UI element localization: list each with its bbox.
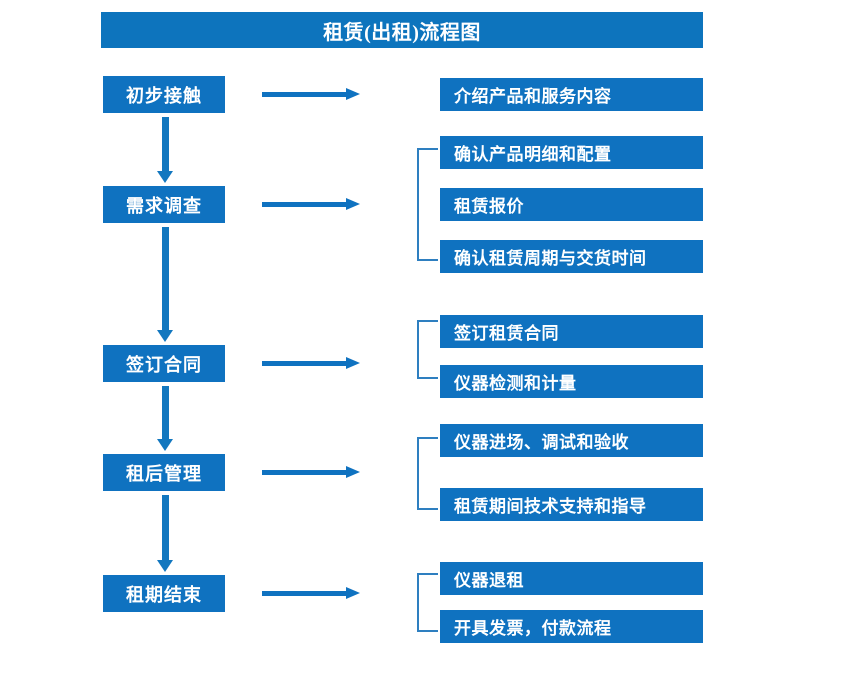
bracket-spine	[417, 320, 419, 379]
arrow-head	[157, 439, 173, 451]
arrow-head	[346, 88, 360, 100]
vertical-arrow-4-to-5	[157, 495, 173, 572]
horizontal-arrow-stage-2	[262, 196, 362, 212]
detail-box-4[interactable]: 确认租赁周期与交货时间	[440, 240, 703, 273]
detail-box-3[interactable]: 租赁报价	[440, 188, 703, 221]
detail-box-8[interactable]: 租赁期间技术支持和指导	[440, 488, 703, 521]
horizontal-arrow-stage-4	[262, 464, 362, 480]
vertical-arrow-1-to-2	[157, 117, 173, 183]
stage-box-3[interactable]: 签订合同	[103, 345, 225, 382]
detail-box-7[interactable]: 仪器进场、调试和验收	[440, 424, 703, 457]
bracket-tick-top	[417, 573, 438, 575]
arrow-head	[157, 330, 173, 342]
bracket-tick-bottom	[417, 630, 438, 632]
arrow-shaft	[262, 470, 348, 475]
arrow-shaft	[262, 361, 348, 366]
stage-box-5[interactable]: 租期结束	[103, 575, 225, 612]
arrow-head	[346, 198, 360, 210]
bracket-tick-bottom	[417, 259, 438, 261]
bracket-tick-top	[417, 437, 438, 439]
group-bracket-5	[417, 573, 438, 632]
horizontal-arrow-stage-1	[262, 86, 362, 102]
horizontal-arrow-stage-5	[262, 585, 362, 601]
horizontal-arrow-stage-3	[262, 355, 362, 371]
arrow-head	[157, 560, 173, 572]
arrow-shaft	[162, 386, 169, 439]
arrow-head	[346, 466, 360, 478]
detail-box-9[interactable]: 仪器退租	[440, 562, 703, 595]
vertical-arrow-2-to-3	[157, 227, 173, 342]
group-bracket-3	[417, 320, 438, 379]
stage-box-2[interactable]: 需求调查	[103, 186, 225, 223]
arrow-shaft	[162, 495, 169, 560]
bracket-tick-bottom	[417, 377, 438, 379]
bracket-tick-top	[417, 320, 438, 322]
arrow-head	[346, 357, 360, 369]
arrow-head	[346, 587, 360, 599]
group-bracket-4	[417, 437, 438, 510]
detail-box-1[interactable]: 介绍产品和服务内容	[440, 78, 703, 111]
detail-box-6[interactable]: 仪器检测和计量	[440, 365, 703, 398]
bracket-tick-bottom	[417, 508, 438, 510]
vertical-arrow-3-to-4	[157, 386, 173, 451]
flowchart-title: 租赁(出租)流程图	[101, 12, 703, 48]
arrow-shaft	[262, 591, 348, 596]
detail-box-5[interactable]: 签订租赁合同	[440, 315, 703, 348]
arrow-shaft	[162, 227, 169, 330]
bracket-spine	[417, 573, 419, 632]
bracket-tick-top	[417, 148, 438, 150]
stage-box-1[interactable]: 初步接触	[103, 76, 225, 113]
arrow-head	[157, 171, 173, 183]
bracket-spine	[417, 148, 419, 261]
detail-box-2[interactable]: 确认产品明细和配置	[440, 136, 703, 169]
stage-box-4[interactable]: 租后管理	[103, 454, 225, 491]
bracket-spine	[417, 437, 419, 510]
group-bracket-2	[417, 148, 438, 261]
arrow-shaft	[262, 202, 348, 207]
arrow-shaft	[262, 92, 348, 97]
detail-box-10[interactable]: 开具发票，付款流程	[440, 610, 703, 643]
arrow-shaft	[162, 117, 169, 171]
